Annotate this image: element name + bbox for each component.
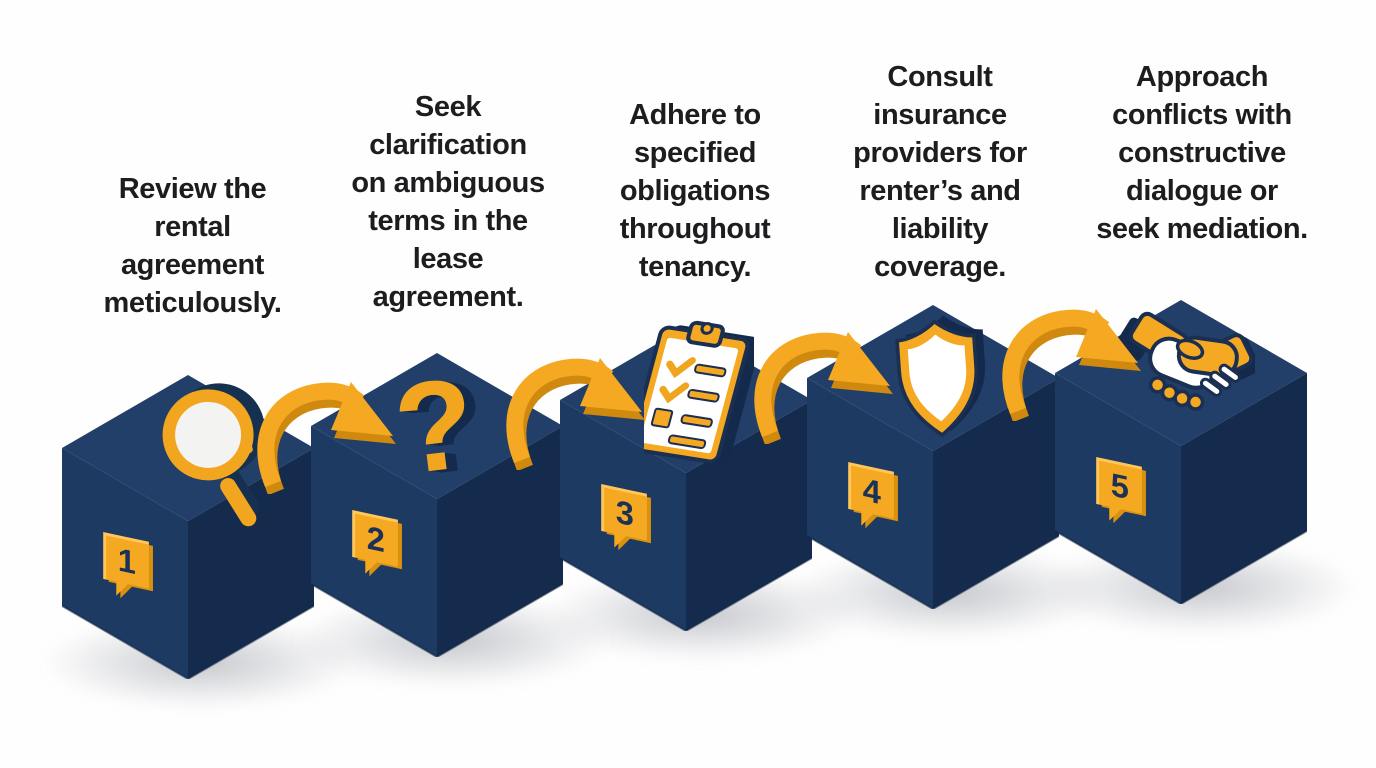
handshake-icon — [1115, 311, 1255, 411]
step-3: 3 — [560, 320, 812, 631]
magnifier-icon — [162, 383, 265, 527]
step-number: 5 — [1111, 466, 1129, 506]
checklist-clipboard-icon — [644, 320, 754, 464]
step-number: 3 — [616, 493, 634, 533]
arrow-icon — [245, 368, 403, 494]
arrow-icon — [990, 295, 1148, 421]
step-number-badge: 5 — [1096, 457, 1146, 524]
step-number: 2 — [367, 519, 385, 559]
step-label: Approach conflicts with constructive dia… — [1096, 61, 1308, 245]
step-number-badge: 3 — [601, 484, 651, 551]
step-label: Seek clarification on ambiguous terms in… — [351, 91, 545, 313]
step-4: 4 — [807, 305, 1059, 609]
arrow-icon — [742, 318, 900, 444]
step-2: ? 2 — [311, 351, 563, 657]
step-number-badge: 1 — [103, 532, 153, 599]
step-number: 1 — [118, 541, 136, 581]
step-label: Review the rental agreement meticulously… — [103, 173, 282, 319]
step-number: 4 — [863, 471, 882, 512]
shield-icon — [895, 315, 986, 438]
step-number-badge: 4 — [848, 462, 898, 529]
step-label: Adhere to specified obligations througho… — [619, 99, 771, 283]
step-5: 5 — [1055, 300, 1307, 604]
step-label: Consult insurance providers for renter’s… — [853, 61, 1027, 283]
step-1: 1 — [62, 375, 314, 679]
arrow-icon — [494, 344, 652, 470]
step-number-badge: 2 — [352, 510, 402, 577]
